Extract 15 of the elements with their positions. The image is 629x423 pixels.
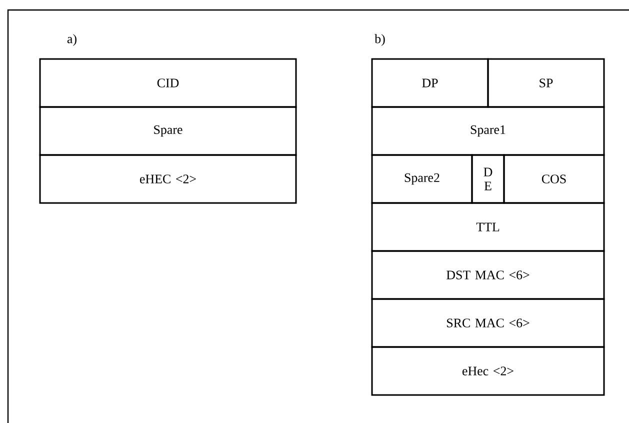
table-cell: TTL — [371, 202, 605, 252]
table-cell: SRC MAC <6> — [371, 298, 605, 348]
table-cell: eHec <2> — [371, 346, 605, 396]
table-cell: D E — [471, 154, 505, 204]
table-cell: DP — [371, 58, 489, 108]
table-cell: Spare2 — [371, 154, 473, 204]
panel-label: a) — [67, 34, 76, 46]
table-cell: eHEC <2> — [39, 154, 297, 204]
table-cell: Spare1 — [371, 106, 605, 156]
panel-label: b) — [374, 34, 385, 46]
table-cell: CID — [39, 58, 297, 108]
table-cell: SP — [487, 58, 605, 108]
table-cell: Spare — [39, 106, 297, 156]
table-cell: DST MAC <6> — [371, 250, 605, 300]
table-cell: COS — [503, 154, 605, 204]
